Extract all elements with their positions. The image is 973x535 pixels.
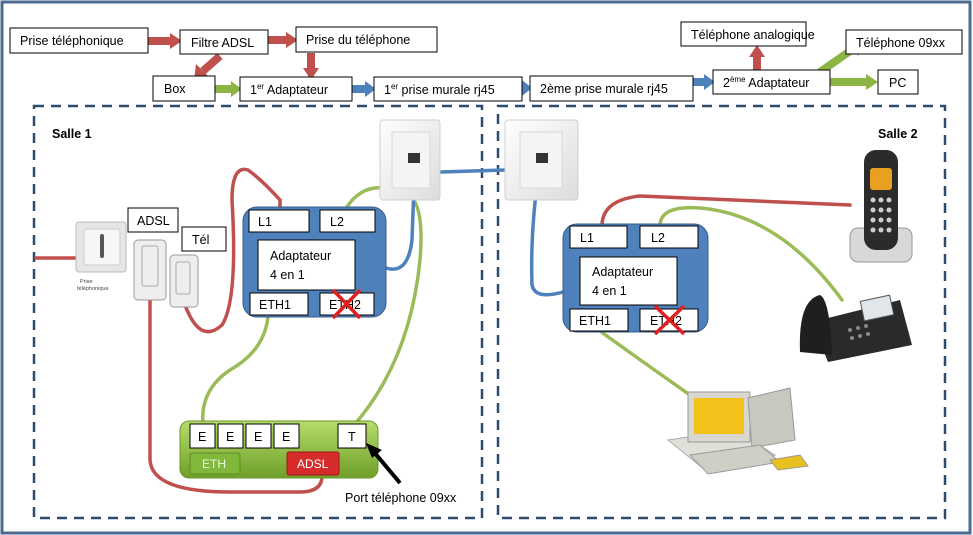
svg-text:Filtre ADSL: Filtre ADSL [191, 36, 254, 50]
flow-box-box: Box [152, 75, 216, 102]
flow-box-prise-murale-1: 1er prise murale rj45 [373, 76, 523, 102]
cable-socket-socket [438, 168, 507, 174]
svg-text:Prise téléphonique: Prise téléphonique [20, 34, 124, 48]
port-label-arrow [366, 443, 402, 485]
box-port-e: E [254, 430, 262, 444]
svg-text:Box: Box [164, 82, 186, 96]
filter-adsl-label: ADSL [127, 207, 179, 233]
svg-text:2ème Adaptateur: 2ème Adaptateur [723, 75, 809, 90]
svg-text:Adaptateur: Adaptateur [270, 249, 331, 263]
svg-text:Prise du téléphone: Prise du téléphone [306, 33, 410, 47]
port-l2: L2 [330, 215, 344, 229]
phone-wall-socket: Prise téléphonique [75, 221, 127, 292]
cable-eth1-pc [598, 329, 702, 404]
ip-phone-icon [799, 294, 912, 362]
cross-icon [653, 304, 686, 336]
svg-text:4 en 1: 4 en 1 [270, 268, 305, 282]
svg-text:Téléphone analogique: Téléphone analogique [691, 28, 815, 42]
svg-text:PC: PC [889, 76, 906, 90]
arrow-red [200, 53, 223, 74]
box-port-e: E [282, 430, 290, 444]
svg-text:1er prise murale rj45: 1er prise murale rj45 [384, 82, 495, 97]
adsl-filter-device [133, 239, 199, 308]
cables [34, 156, 852, 494]
box-port-e: E [226, 430, 234, 444]
svg-text:Téléphone 09xx: Téléphone 09xx [856, 36, 946, 50]
box-port-e: E [198, 430, 206, 444]
flow-box-adaptateur-2: 2ème Adaptateur [712, 69, 831, 95]
flow-box-adaptateur-1: 1er Adaptateur [239, 76, 353, 102]
flow-box-prise-du-telephone: Prise du téléphone [295, 26, 438, 53]
port-telephone-label: Port téléphone 09xx [345, 491, 457, 505]
flow-box-prise-telephonique: Prise téléphonique [9, 27, 149, 54]
room-salle-1 [32, 104, 484, 520]
port-l2: L2 [651, 231, 665, 245]
internet-box: E E E E T ETH ADSL [179, 420, 379, 479]
adapter-4-en-1-salle-2: L1 L2 Adaptateur 4 en 1 ETH1 ETH2 [562, 223, 709, 336]
wall-socket-rj45-2 [504, 119, 579, 201]
box-eth-button: ETH [202, 457, 226, 471]
port-eth1: ETH1 [579, 314, 611, 328]
svg-text:Prise: Prise [80, 279, 93, 285]
box-adsl-button: ADSL [297, 457, 329, 471]
svg-text:4 en 1: 4 en 1 [592, 284, 627, 298]
adapter-4-en-1-salle-1: L1 L2 Adaptateur 4 en 1 ETH1 ETH2 [242, 206, 387, 320]
svg-text:ADSL: ADSL [137, 214, 170, 228]
flow-box-telephone-09xx: Téléphone 09xx [845, 29, 963, 55]
flow-box-filtre-adsl: Filtre ADSL [179, 29, 269, 55]
svg-text:Tél: Tél [192, 233, 209, 247]
svg-text:téléphonique: téléphonique [77, 286, 109, 292]
flow-box-pc: PC [877, 69, 919, 95]
svg-text:2ème prise murale rj45: 2ème prise murale rj45 [540, 82, 668, 96]
wall-socket-rj45-1 [379, 119, 441, 201]
cable-l1-cordless [600, 194, 852, 228]
cable-eth1-box [200, 314, 270, 426]
port-eth1: ETH1 [259, 298, 291, 312]
svg-text:1er Adaptateur: 1er Adaptateur [250, 82, 328, 97]
flow-box-prise-murale-2: 2ème prise murale rj45 [529, 75, 694, 102]
box-port-t: T [348, 430, 356, 444]
cable-adsl [148, 298, 324, 494]
salle-2-label: Salle 2 [878, 127, 918, 141]
filter-tel-label: Tél [181, 226, 227, 252]
cable-tel-l1 [183, 167, 282, 334]
svg-text:Adaptateur: Adaptateur [592, 265, 653, 279]
cable-adapter-socket [384, 156, 417, 271]
cross-icon [331, 288, 362, 320]
cordless-phone-icon [849, 150, 913, 263]
cable-l2-ipphone [658, 205, 844, 302]
cable-t-socket [353, 190, 423, 426]
flow-box-telephone-analogique: Téléphone analogique [680, 21, 815, 47]
flow-arrows [148, 32, 878, 97]
port-l1: L1 [258, 215, 272, 229]
computer-icon [666, 387, 809, 475]
room-salle-2 [496, 104, 947, 520]
salle-1-label: Salle 1 [52, 127, 92, 141]
port-l1: L1 [580, 231, 594, 245]
